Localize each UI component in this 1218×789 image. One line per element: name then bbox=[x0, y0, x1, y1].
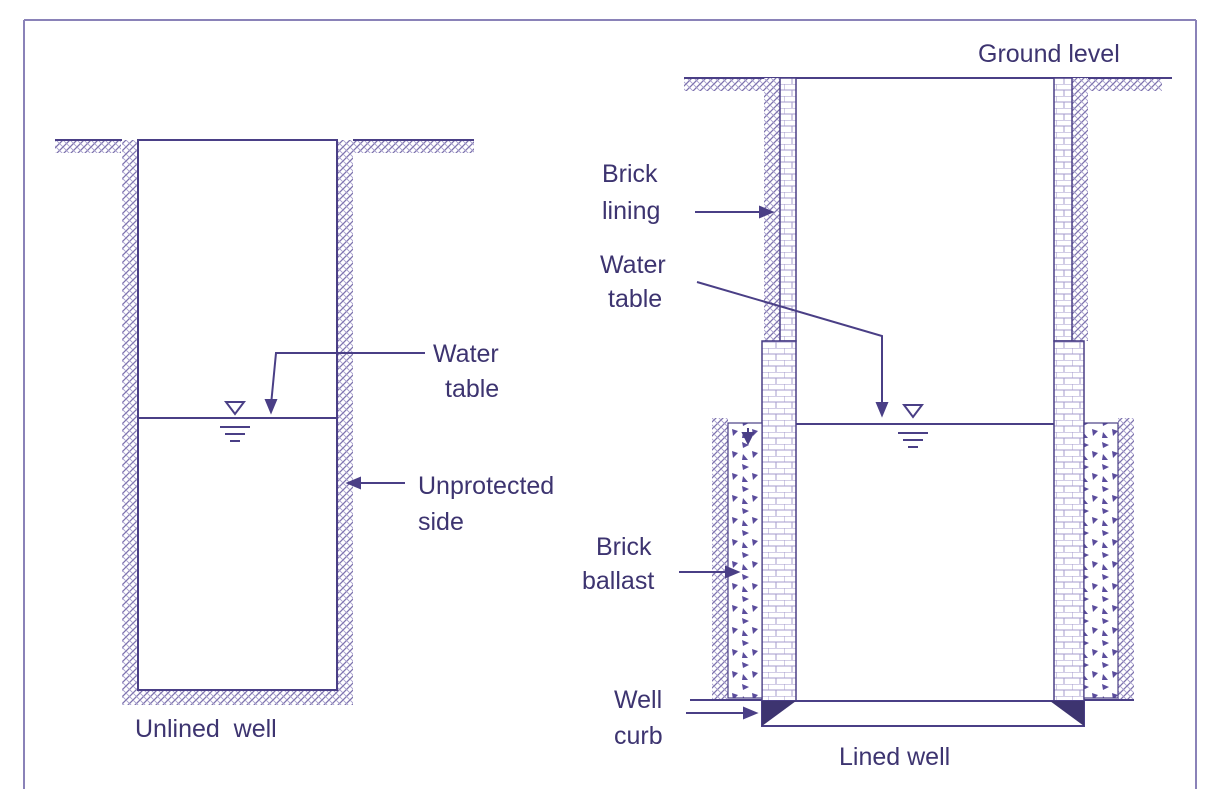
well-curb-leader bbox=[686, 706, 759, 720]
curb-cutting-edge-left bbox=[762, 701, 796, 726]
brick-ballast-top-arrow bbox=[741, 428, 755, 446]
brick-lining-label: Brick bbox=[602, 160, 658, 188]
water-table-symbol bbox=[220, 401, 250, 442]
ground-hatch-left bbox=[55, 140, 121, 153]
unprotected-side-leader bbox=[345, 476, 405, 490]
brick-lining-leader bbox=[695, 205, 775, 219]
brick-lining-label-2: lining bbox=[602, 197, 660, 225]
brick-ballast-label-2: ballast bbox=[582, 567, 654, 595]
brick-ballast-right bbox=[1083, 422, 1119, 699]
ground-hatch-right bbox=[352, 140, 474, 153]
curb-cutting-edge-right bbox=[1050, 701, 1084, 726]
brick-lining-lower-left bbox=[761, 340, 797, 702]
lined-ground-hatch-right bbox=[1072, 78, 1162, 91]
well-curb bbox=[761, 700, 1085, 727]
water-table-leader bbox=[264, 352, 425, 415]
lined-water-table-label: Water bbox=[600, 251, 666, 279]
unlined-well bbox=[55, 139, 474, 705]
well-curb-label: Well bbox=[614, 686, 662, 714]
unlined-well-title: Unlined well bbox=[135, 715, 277, 743]
brick-lining-upper-left bbox=[779, 77, 797, 342]
brick-lining-upper-right bbox=[1053, 77, 1073, 342]
lined-water-table-symbol bbox=[898, 404, 928, 448]
unlined-water-table-label: Water bbox=[433, 340, 499, 368]
soil-upper-right bbox=[1072, 78, 1088, 341]
unlined-water-table-label-2: table bbox=[445, 375, 499, 403]
frame bbox=[23, 19, 1197, 789]
brick-ballast-label: Brick bbox=[596, 533, 652, 561]
brick-ballast-leader bbox=[679, 565, 741, 579]
soil-left-wall bbox=[122, 140, 138, 705]
brick-lining-lower-right bbox=[1053, 340, 1085, 702]
lined-ground-hatch-left bbox=[684, 78, 764, 91]
soil-lower-right bbox=[1118, 418, 1134, 700]
lined-well-title: Lined well bbox=[839, 743, 950, 771]
soil-right-wall bbox=[337, 140, 353, 705]
unprotected-side-label-2: side bbox=[418, 508, 464, 536]
unprotected-side-label: Unprotected bbox=[418, 472, 554, 500]
soil-upper-left bbox=[764, 78, 780, 341]
well-curb-label-2: curb bbox=[614, 722, 663, 750]
lined-water-table-leader bbox=[696, 281, 889, 418]
soil-bottom bbox=[122, 690, 353, 705]
brick-ballast-left bbox=[727, 422, 763, 699]
lined-water-table-label-2: table bbox=[608, 285, 662, 313]
soil-lower-left bbox=[712, 418, 728, 700]
ground-level-label: Ground level bbox=[978, 40, 1120, 68]
unlined-well-shaft bbox=[137, 139, 338, 691]
lined-well bbox=[679, 77, 1172, 727]
